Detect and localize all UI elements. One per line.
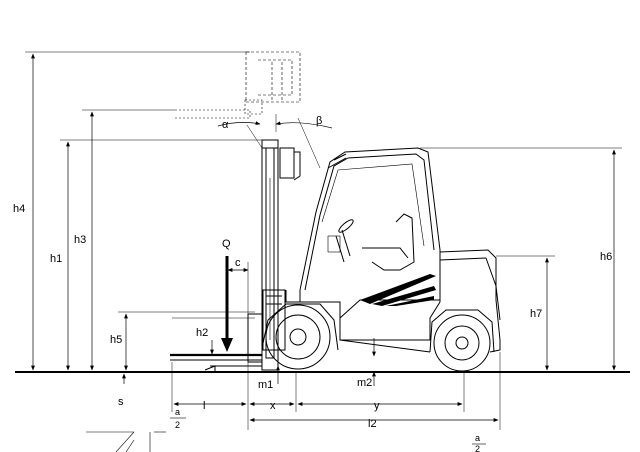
label-h1: h1 bbox=[50, 253, 62, 265]
dim-h3 bbox=[82, 109, 175, 371]
front-wheel bbox=[261, 303, 339, 370]
label-h7: h7 bbox=[530, 308, 542, 320]
load-arrow-q bbox=[221, 256, 233, 352]
label-l: l bbox=[203, 400, 205, 412]
label-2-left: 2 bbox=[175, 420, 180, 430]
label-c: c bbox=[235, 257, 241, 269]
label-h3: h3 bbox=[74, 234, 86, 246]
carriage-and-forks bbox=[170, 289, 286, 372]
tilt-angles bbox=[217, 114, 333, 169]
label-2-right: 2 bbox=[475, 444, 480, 452]
label-h5: h5 bbox=[110, 334, 122, 346]
dim-c bbox=[227, 262, 249, 316]
label-a-left: a bbox=[175, 407, 180, 417]
extension-lines-bottom bbox=[171, 352, 501, 430]
label-h2: h2 bbox=[196, 327, 208, 339]
label-a-right: a bbox=[475, 433, 480, 443]
label-m1: m1 bbox=[258, 379, 273, 391]
mast bbox=[261, 139, 301, 371]
dim-h6 bbox=[420, 147, 622, 371]
label-m2: m2 bbox=[357, 377, 372, 389]
dim-h1 bbox=[60, 139, 262, 371]
label-y: y bbox=[374, 400, 380, 412]
label-alpha: α bbox=[222, 119, 229, 131]
label-l2: l2 bbox=[368, 418, 377, 430]
label-h6: h6 bbox=[600, 251, 612, 263]
label-q: Q bbox=[222, 238, 231, 250]
rear-wheel bbox=[429, 309, 495, 372]
raised-carriage bbox=[175, 51, 301, 119]
label-beta: β bbox=[316, 115, 322, 127]
truck-body bbox=[285, 147, 501, 353]
label-h4: h4 bbox=[13, 203, 25, 215]
dim-h7 bbox=[496, 255, 555, 371]
label-x: x bbox=[270, 400, 276, 412]
dim-h4 bbox=[25, 51, 250, 371]
label-s: s bbox=[118, 396, 124, 408]
dim-h5 bbox=[118, 311, 172, 371]
bottom-detail-fragment bbox=[86, 431, 166, 452]
